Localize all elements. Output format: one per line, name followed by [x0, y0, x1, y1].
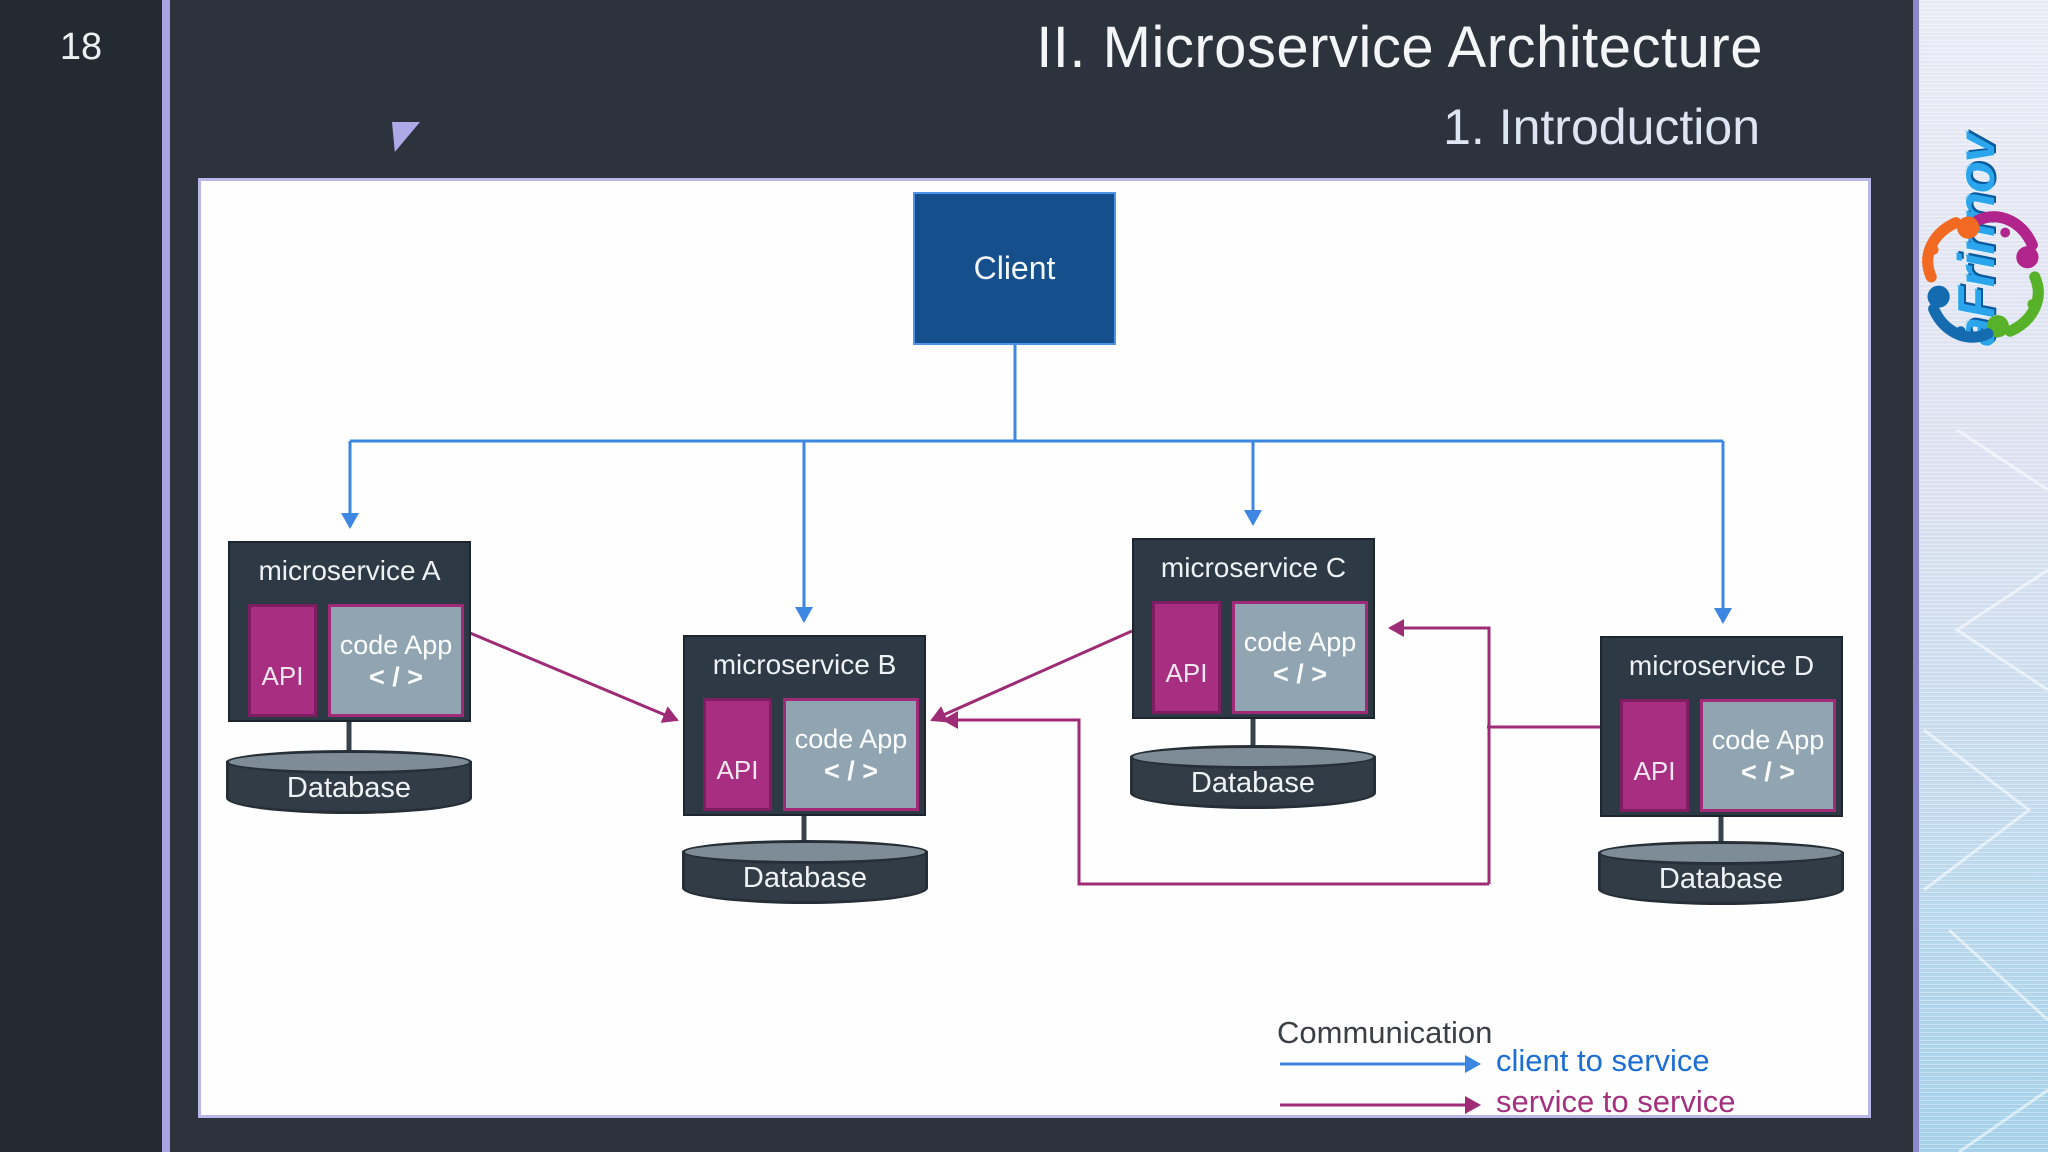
- service-title: microservice C: [1160, 552, 1347, 583]
- database-top-ellipse: [226, 750, 472, 774]
- legend-item-service-to-service: service to service: [1496, 1084, 1736, 1119]
- client-to-service-lines: [341, 345, 1732, 624]
- api-box: API: [248, 604, 317, 717]
- service-node-d: microservice D API code App < / >: [1600, 636, 1843, 817]
- service-to-service-lines: [469, 619, 1600, 886]
- database-cylinder-c: Database: [1130, 745, 1376, 809]
- legend-item-client-to-service: client to service: [1496, 1043, 1710, 1078]
- database-stems: [346, 719, 1724, 846]
- api-box: API: [1620, 699, 1689, 812]
- slide-title: II. Microservice Architecture: [1036, 15, 1763, 80]
- arrow-c-to-b: [930, 629, 1133, 723]
- code-glyph: < / >: [368, 661, 424, 692]
- divider-line: [162, 0, 170, 1152]
- database-cylinder-a: Database: [226, 750, 472, 814]
- service-title: microservice D: [1628, 650, 1815, 681]
- service-node-a: microservice A API code App < / >: [228, 541, 471, 722]
- database-label: Database: [1190, 767, 1316, 799]
- service-title: microservice A: [258, 555, 441, 586]
- brand-logo-icon: [1922, 211, 2044, 343]
- code-app-box: code App < / >: [783, 698, 919, 811]
- sidebar: 18: [0, 0, 162, 1152]
- legend-title: Communication: [1277, 1015, 1493, 1050]
- triangle-marker-icon: [392, 122, 420, 152]
- code-app-label: code App: [1243, 626, 1357, 657]
- database-cylinder-b: Database: [682, 840, 928, 904]
- page-number: 18: [59, 26, 103, 68]
- code-app-box: code App < / >: [1700, 699, 1836, 812]
- service-node-b: microservice B API code App < / >: [683, 635, 926, 816]
- service-title: microservice B: [712, 649, 897, 680]
- diagram-canvas: Client microservice A API code App < / >…: [198, 178, 1871, 1119]
- arrow-d-to-c: [1388, 619, 1491, 884]
- client-node: Client: [913, 192, 1116, 345]
- arrow-d-to-b: [942, 711, 1489, 886]
- code-app-label: code App: [339, 629, 453, 660]
- code-app-label: code App: [794, 723, 908, 754]
- database-top-ellipse: [1598, 841, 1844, 865]
- api-box: API: [703, 698, 772, 811]
- code-glyph: < / >: [823, 755, 879, 786]
- api-box: API: [1152, 601, 1221, 714]
- database-label: Database: [286, 772, 412, 804]
- code-glyph: < / >: [1740, 756, 1796, 787]
- code-app-label: code App: [1711, 724, 1825, 755]
- code-app-box: code App < / >: [1232, 601, 1368, 714]
- database-label: Database: [1658, 863, 1784, 895]
- slide-subtitle: 1. Introduction: [1443, 99, 1760, 155]
- database-top-ellipse: [1130, 745, 1376, 769]
- database-label: Database: [742, 862, 868, 894]
- database-top-ellipse: [682, 840, 928, 864]
- database-cylinder-d: Database: [1598, 841, 1844, 905]
- code-glyph: < / >: [1272, 658, 1328, 689]
- service-node-c: microservice C API code App < / >: [1132, 538, 1375, 719]
- arrow-a-to-b: [469, 631, 679, 723]
- brand-side-panel: aFrinnov: [1913, 0, 2048, 1152]
- chevron-pattern: [1923, 430, 2048, 1152]
- code-app-box: code App < / >: [328, 604, 464, 717]
